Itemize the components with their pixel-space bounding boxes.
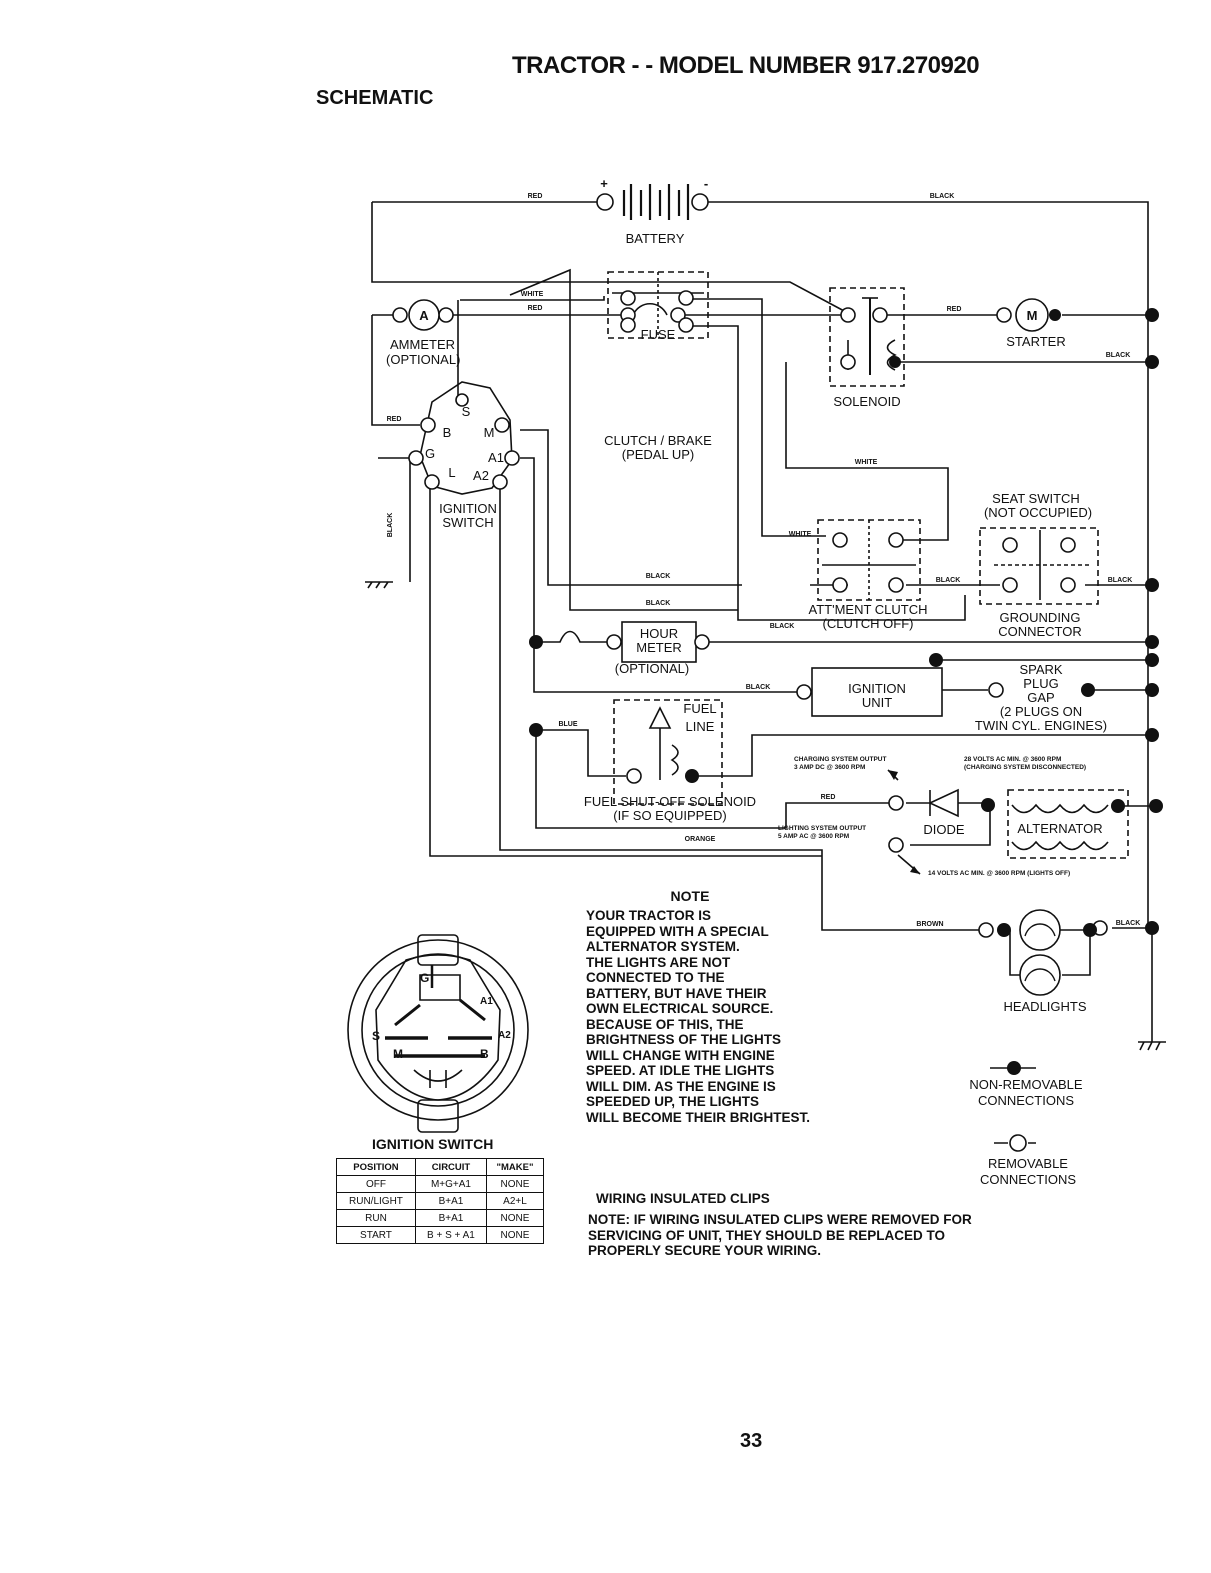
table-row: RUN B+A1 NONE xyxy=(336,1209,545,1227)
ignition-table-title: IGNITION SWITCH xyxy=(372,1136,494,1152)
non-removable-connectors xyxy=(529,308,1163,1075)
clips-body: NOTE: IF WIRING INSULATED CLIPS WERE REM… xyxy=(588,1212,1068,1259)
page-title: TRACTOR - - MODEL NUMBER 917.270920 xyxy=(512,52,980,79)
table-header-row: POSITION CIRCUIT "MAKE" xyxy=(336,1158,545,1176)
ammeter-symbol xyxy=(408,299,440,331)
note-line: YOUR TRACTOR IS xyxy=(586,908,712,923)
note-line: ALTERNATOR SYSTEM. xyxy=(586,939,740,954)
clips-line: NOTE: IF WIRING INSULATED CLIPS WERE REM… xyxy=(588,1212,972,1227)
note-line: SPEEDED UP, THE LIGHTS xyxy=(586,1094,760,1109)
section-heading: SCHEMATIC xyxy=(316,87,434,109)
note-line: OWN ELECTRICAL SOURCE. xyxy=(586,1001,774,1016)
table-cell: B+A1 xyxy=(414,1209,487,1227)
table-row: RUN/LIGHT B+A1 A2+L xyxy=(336,1192,545,1210)
table-cell: A2+L xyxy=(485,1192,545,1210)
headlight-bulb-1 xyxy=(1019,909,1061,951)
table-cell: RUN/LIGHT xyxy=(336,1192,416,1210)
starter-motor-symbol xyxy=(1015,298,1049,332)
headlight-bulb-2 xyxy=(1019,954,1061,996)
note-line: BATTERY, BUT HAVE THEIR xyxy=(586,985,767,1001)
note-line: SPEED. AT IDLE THE LIGHTS xyxy=(586,1063,775,1078)
table-cell: M+G+A1 xyxy=(414,1175,487,1193)
note-line: WILL CHANGE WITH ENGINE xyxy=(586,1047,775,1063)
table-header-make: "MAKE" xyxy=(485,1158,545,1176)
table-header-circuit: CIRCUIT xyxy=(414,1158,487,1176)
ignition-switch-face xyxy=(347,934,529,1133)
removable-connectors xyxy=(392,193,1108,1152)
table-row: START B + S + A1 NONE xyxy=(336,1226,545,1244)
table-cell: NONE xyxy=(485,1226,545,1244)
note-line: WILL BECOME THEIR BRIGHTEST. xyxy=(586,1109,811,1125)
note-title: NOTE xyxy=(670,888,710,904)
note-line: THE LIGHTS ARE NOT xyxy=(586,954,731,970)
note-body: YOUR TRACTOR IS EQUIPPED WITH A SPECIAL … xyxy=(586,908,886,1125)
note-line: EQUIPPED WITH A SPECIAL xyxy=(586,923,769,939)
table-header-position: POSITION xyxy=(336,1158,416,1176)
table-cell: OFF xyxy=(336,1175,416,1193)
note-line: BRIGHTNESS OF THE LIGHTS xyxy=(586,1032,782,1047)
clips-line: PROPERLY SECURE YOUR WIRING. xyxy=(588,1243,822,1258)
clips-title: WIRING INSULATED CLIPS xyxy=(596,1191,770,1206)
table-cell: NONE xyxy=(485,1175,545,1193)
table-cell: B + S + A1 xyxy=(414,1226,487,1244)
table-row: OFF M+G+A1 NONE xyxy=(336,1175,545,1193)
ignition-switch-table: POSITION CIRCUIT "MAKE" OFF M+G+A1 NONE … xyxy=(336,1158,545,1244)
clips-line: SERVICING OF UNIT, THEY SHOULD BE REPLAC… xyxy=(588,1227,946,1243)
note-line: BECAUSE OF THIS, THE xyxy=(586,1016,744,1032)
page-number: 33 xyxy=(740,1430,763,1452)
note-line: WILL DIM. AS THE ENGINE IS xyxy=(586,1078,776,1094)
table-cell: RUN xyxy=(336,1209,416,1227)
table-cell: NONE xyxy=(485,1209,545,1227)
table-cell: B+A1 xyxy=(414,1192,487,1210)
note-line: CONNECTED TO THE xyxy=(586,970,725,985)
table-cell: START xyxy=(336,1226,416,1244)
